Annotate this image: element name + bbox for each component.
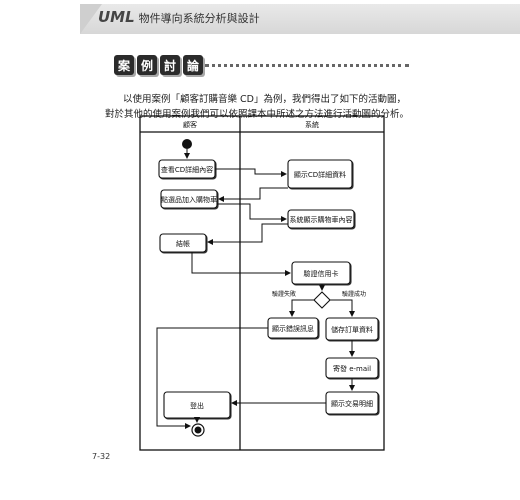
action-show-cd: 顯示CD詳細資料	[287, 159, 353, 189]
control-flows	[156, 168, 355, 429]
page-number: 7-32	[92, 452, 111, 461]
lane-system: 系統	[305, 120, 319, 129]
flow-checkout-to-verify	[191, 252, 291, 276]
action-logout: 登出	[163, 391, 231, 419]
section-dotted-rule	[205, 64, 409, 67]
header-band	[80, 4, 520, 34]
action-checkout: 結帳	[159, 233, 207, 253]
decision-node	[313, 291, 331, 309]
section-badge: 案	[114, 55, 134, 75]
action-label: 顯示錯誤訊息	[272, 324, 314, 333]
action-label: 驗證信用卡	[304, 269, 339, 278]
section-badge: 討	[160, 55, 180, 75]
swimlanes: 顧客 系統	[139, 115, 385, 451]
flow-view-to-show	[215, 168, 287, 177]
action-send-email: 寄發 e-mail	[325, 357, 379, 379]
action-label: 結帳	[176, 239, 190, 248]
action-label: 系統顯示購物車內容	[290, 215, 353, 224]
section-badge: 論	[183, 55, 203, 75]
section-badge: 例	[137, 55, 157, 75]
running-header: UML 物件導向系統分析與設計	[98, 8, 260, 30]
header-tab	[80, 4, 102, 34]
flow-add-to-cart	[217, 203, 287, 222]
action-label: 查看CD詳細內容	[161, 165, 213, 174]
swimlane-frame	[139, 115, 385, 451]
action-add-cart: 點選品加入購物車	[160, 189, 218, 209]
header-uml: UML	[98, 8, 135, 26]
intro-paragraph: 以使用案例「顧客訂購音樂 CD」為例，我們得出了如下的活動圖，對於其他的使用案例…	[105, 93, 410, 120]
initial-node	[182, 139, 192, 149]
flow-error-to-final	[156, 327, 268, 429]
action-verify-card: 驗證信用卡	[291, 261, 351, 285]
flow-decision-success	[330, 299, 355, 317]
header-title: 物件導向系統分析與設計	[138, 12, 260, 25]
action-label: 儲存訂單資料	[331, 325, 373, 334]
guard-success-label: 驗證成功	[342, 290, 366, 298]
guard-fail-label: 驗證失敗	[272, 290, 296, 298]
action-view-cd: 查看CD詳細內容	[158, 159, 216, 179]
action-show-error: 顯示錯誤訊息	[267, 317, 319, 339]
action-label: 顯示交易明細	[331, 399, 373, 408]
action-show-cart: 系統顯示購物車內容	[287, 209, 355, 229]
action-save-order: 儲存訂單資料	[325, 317, 379, 341]
action-label: 顯示CD詳細資料	[294, 170, 346, 179]
flow-cart-to-checkout	[207, 223, 288, 245]
final-node	[191, 423, 205, 437]
action-label: 寄發 e-mail	[333, 364, 371, 373]
section-badges: 案 例 討 論	[114, 55, 203, 75]
lane-customer: 顧客	[183, 120, 197, 129]
action-label: 點選品加入購物車	[161, 195, 217, 204]
action-label: 登出	[190, 401, 204, 410]
flow-decision-fail	[289, 299, 314, 317]
action-show-detail: 顯示交易明細	[325, 391, 379, 415]
flow-show-to-add	[218, 187, 288, 202]
